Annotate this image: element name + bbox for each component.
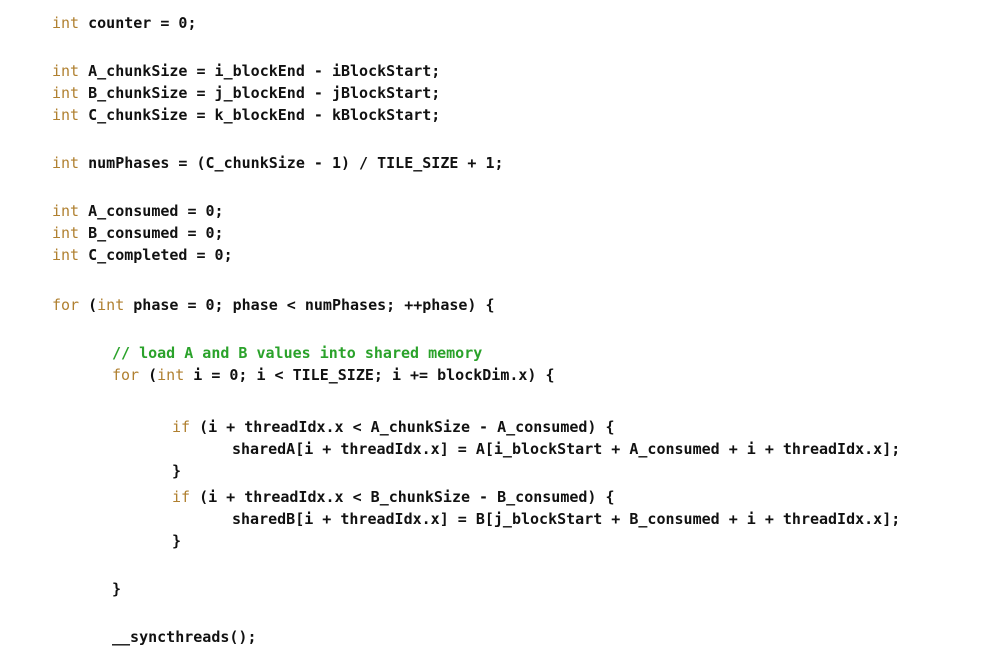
code-line: } (172, 530, 181, 552)
keyword-token: int (157, 366, 185, 384)
code-token: __syncthreads(); (112, 628, 257, 646)
code-token: B_chunkSize = j_blockEnd - jBlockStart; (79, 84, 441, 102)
keyword-token: int (97, 296, 125, 314)
code-line: int B_chunkSize = j_blockEnd - jBlockSta… (52, 82, 440, 104)
code-line: for (int phase = 0; phase < numPhases; +… (52, 294, 495, 316)
keyword-token: for (112, 366, 140, 384)
code-token: } (112, 580, 122, 598)
keyword-token: int (52, 106, 80, 124)
code-token: sharedB[i + threadIdx.x] = B[j_blockStar… (232, 510, 901, 528)
code-line: } (172, 460, 181, 482)
comment-token: // load A and B values into shared memor… (112, 344, 483, 362)
code-token: } (172, 532, 182, 550)
code-token: } (172, 462, 182, 480)
keyword-token: for (52, 296, 80, 314)
keyword-token: int (52, 14, 80, 32)
keyword-token: int (52, 62, 80, 80)
code-token: numPhases = (C_chunkSize - 1) / TILE_SIZ… (79, 154, 504, 172)
code-line: int A_chunkSize = i_blockEnd - iBlockSta… (52, 60, 440, 82)
code-token: A_consumed = 0; (79, 202, 224, 220)
code-line: sharedA[i + threadIdx.x] = A[i_blockStar… (232, 438, 900, 460)
code-token: C_chunkSize = k_blockEnd - kBlockStart; (79, 106, 441, 124)
code-line: int C_completed = 0; (52, 244, 233, 266)
code-line: int B_consumed = 0; (52, 222, 224, 244)
code-line: int C_chunkSize = k_blockEnd - kBlockSta… (52, 104, 440, 126)
code-token: ( (139, 366, 158, 384)
code-token: i = 0; i < TILE_SIZE; i += blockDim.x) { (184, 366, 555, 384)
keyword-token: int (52, 246, 80, 264)
code-token: A_chunkSize = i_blockEnd - iBlockStart; (79, 62, 441, 80)
code-line: sharedB[i + threadIdx.x] = B[j_blockStar… (232, 508, 900, 530)
code-token: B_consumed = 0; (79, 224, 224, 242)
code-token: (i + threadIdx.x < A_chunkSize - A_consu… (190, 418, 615, 436)
code-line: } (112, 578, 121, 600)
code-token: (i + threadIdx.x < B_chunkSize - B_consu… (190, 488, 615, 506)
keyword-token: int (52, 202, 80, 220)
code-token: C_completed = 0; (79, 246, 233, 264)
code-line: if (i + threadIdx.x < B_chunkSize - B_co… (172, 486, 615, 508)
code-line: if (i + threadIdx.x < A_chunkSize - A_co… (172, 416, 615, 438)
code-line: // load A and B values into shared memor… (112, 342, 482, 364)
code-line: int counter = 0; (52, 12, 197, 34)
code-token: phase = 0; phase < numPhases; ++phase) { (124, 296, 495, 314)
code-line: int numPhases = (C_chunkSize - 1) / TILE… (52, 152, 504, 174)
keyword-token: int (52, 84, 80, 102)
code-token: counter = 0; (79, 14, 197, 32)
keyword-token: int (52, 224, 80, 242)
keyword-token: if (172, 488, 191, 506)
code-line: int A_consumed = 0; (52, 200, 224, 222)
keyword-token: int (52, 154, 80, 172)
code-line: for (int i = 0; i < TILE_SIZE; i += bloc… (112, 364, 555, 386)
code-token: sharedA[i + threadIdx.x] = A[i_blockStar… (232, 440, 901, 458)
keyword-token: if (172, 418, 191, 436)
code-line: __syncthreads(); (112, 626, 257, 648)
code-token: ( (79, 296, 98, 314)
